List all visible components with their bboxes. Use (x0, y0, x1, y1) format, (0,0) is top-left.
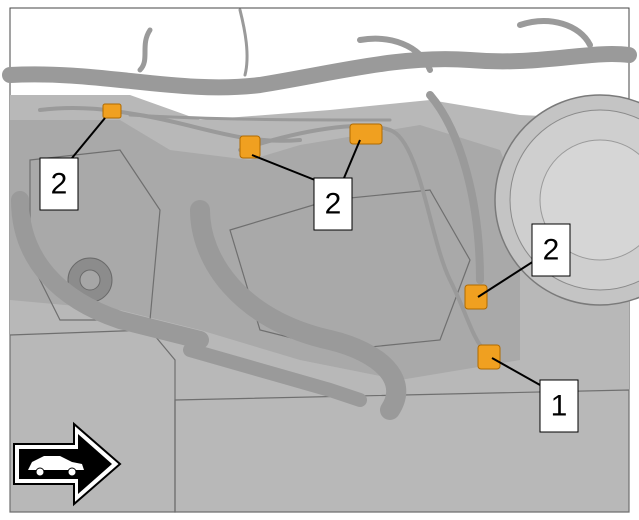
clip-1 (477, 344, 501, 370)
clip-2d (464, 284, 488, 310)
callout-2-right: 2 (531, 223, 571, 277)
callout-1-label: 1 (551, 390, 568, 423)
front-of-vehicle-arrow-icon (13, 421, 122, 507)
harness-clips (102, 103, 501, 370)
clip-2a (102, 103, 122, 119)
callout-2-right-label: 2 (543, 234, 560, 267)
callout-2-center-label: 2 (325, 188, 342, 221)
callout-2-center: 2 (313, 177, 353, 231)
clip-2b (239, 135, 261, 159)
clip-2c (349, 123, 383, 145)
callout-2-left: 2 (39, 157, 79, 211)
callout-1: 1 (539, 379, 579, 433)
car-icon (28, 456, 84, 477)
lower-panel (174, 389, 630, 513)
hoses (11, 191, 407, 420)
callout-2-left-label: 2 (51, 168, 68, 201)
